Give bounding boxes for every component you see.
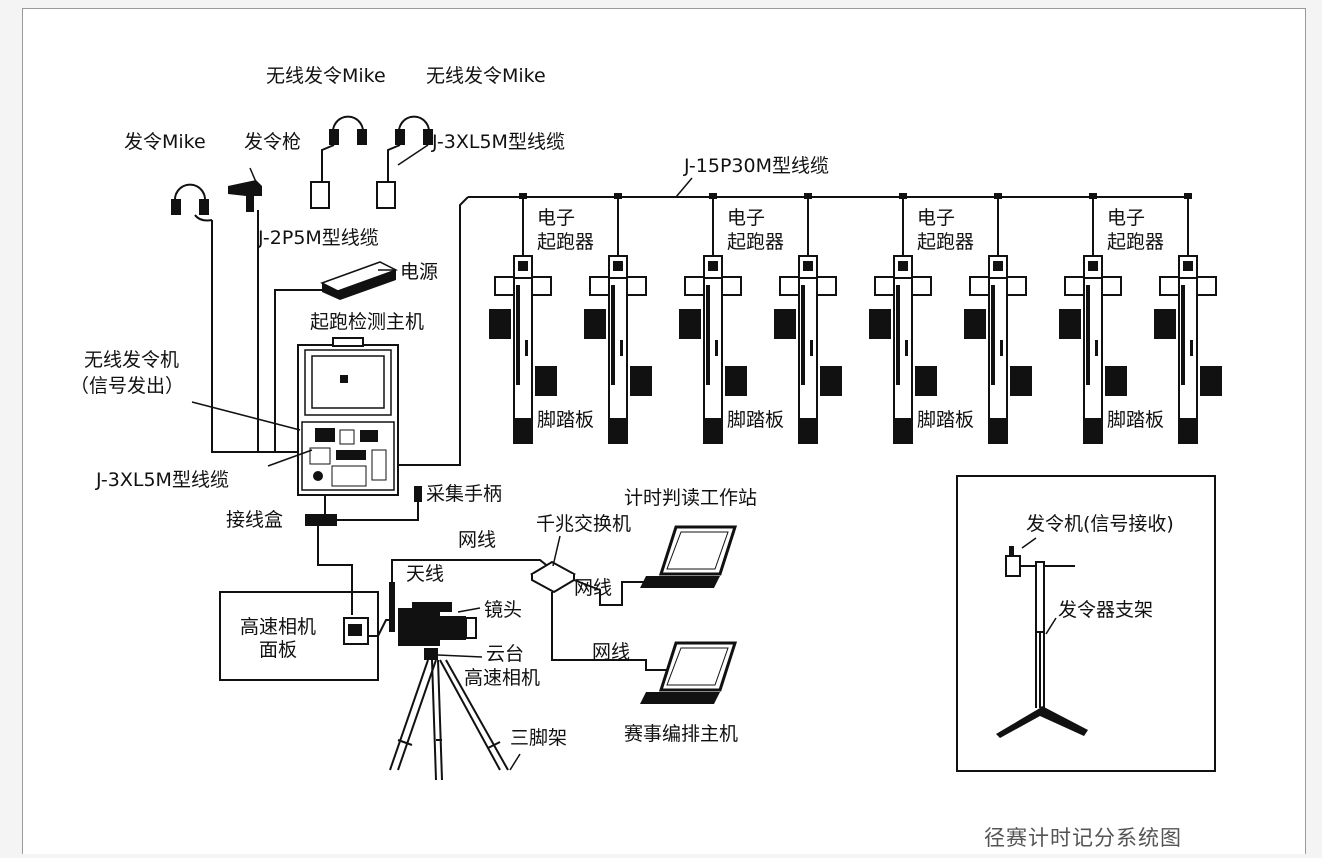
- starter-mike-icon: [171, 183, 305, 453]
- network-1-label: 网线: [458, 529, 497, 551]
- starter-gun-icon: [228, 180, 305, 453]
- starter-stand-label: 发令器支架: [1058, 599, 1154, 621]
- lane-3: [869, 193, 1032, 444]
- starting-block-icon: [1059, 255, 1127, 444]
- gigabit-switch-icon: [529, 560, 577, 594]
- starter-mike-label: 发令Mike: [124, 131, 206, 153]
- wireless-mike-2-label: 无线发令Mike: [426, 65, 546, 87]
- network-3-label: 网线: [592, 641, 631, 663]
- cable-j3xl5m-top-label: J-3XL5M型线缆: [432, 131, 565, 153]
- lane-3-label-line-2: 起跑器: [917, 231, 975, 253]
- pan-tilt-label: 云台: [486, 643, 525, 665]
- detector-host-label: 起跑检测主机: [310, 311, 425, 333]
- lane-4-pedal-label: 脚踏板: [1107, 409, 1165, 431]
- starting-block-icon: [584, 255, 652, 444]
- starting-block-icon: [774, 255, 842, 444]
- diagram-caption: 径赛计时记分系统图: [984, 826, 1182, 850]
- starting-block-icon: [489, 255, 557, 444]
- camera-panel-label: 高速相机 面板: [232, 616, 324, 662]
- receiver-box: [956, 475, 1216, 772]
- junction-box-label: 接线盒: [226, 509, 284, 531]
- lane-3-label-line-1: 电子: [917, 207, 956, 229]
- wireless-mike-1-label: 无线发令Mike: [266, 65, 386, 87]
- starting-blocks-group: [489, 193, 1222, 444]
- lane-2-pedal-label: 脚踏板: [727, 409, 785, 431]
- lane-4-label-line-1: 电子: [1107, 207, 1146, 229]
- collector-handle-label: 采集手柄: [426, 483, 503, 505]
- collector-handle-icon: [414, 486, 422, 502]
- antenna-label: 天线: [406, 563, 445, 585]
- network-2-label: 网线: [574, 577, 613, 599]
- event-host-laptop-icon: [640, 641, 738, 704]
- hs-camera-label: 高速相机: [464, 667, 541, 689]
- wireless-starter-label: 无线发令机: [84, 349, 180, 371]
- wireless-mike-2-icon: [376, 115, 433, 209]
- junction-box-icon: [305, 514, 337, 526]
- hs-camera-icon: [389, 582, 477, 660]
- camera-panel-line-2: 面板: [258, 638, 297, 661]
- lane-2-label-line-1: 电子: [727, 207, 766, 229]
- event-host-label: 赛事编排主机: [624, 723, 739, 745]
- j15p30m-leader: [675, 177, 693, 198]
- lens-label: 镜头: [484, 599, 523, 621]
- starter-receiver-label: 发令机(信号接收): [1026, 513, 1174, 535]
- gigabit-switch-label: 千兆交换机: [536, 513, 632, 535]
- starter-stand-icon: [996, 546, 1088, 738]
- camera-panel-line-1: 高速相机: [239, 616, 316, 638]
- starting-block-icon: [1154, 255, 1222, 444]
- lane-2-label-line-2: 起跑器: [727, 231, 785, 253]
- cable-j2p5m-label: J-2P5M型线缆: [258, 227, 379, 249]
- wireless-mike-1-icon: [310, 115, 367, 209]
- cable-j15p30m-label: J-15P30M型线缆: [684, 155, 829, 177]
- cable-j3xl5m-bottom-label: J-3XL5M型线缆: [96, 469, 229, 491]
- lane-1-label-line-1: 电子: [537, 207, 576, 229]
- timing-station-label: 计时判读工作站: [624, 487, 758, 509]
- starting-block-icon: [869, 255, 937, 444]
- j15p30m-cable: [380, 196, 1190, 466]
- detection-host-case: [297, 337, 399, 496]
- timing-station-laptop-icon: [640, 525, 738, 588]
- power-supply-icon: [320, 261, 398, 300]
- power-label: 电源: [400, 261, 439, 283]
- starting-block-icon: [679, 255, 747, 444]
- lane-4-label-line-2: 起跑器: [1107, 231, 1165, 253]
- lane-3-pedal-label: 脚踏板: [917, 409, 975, 431]
- lane-1-label-line-2: 起跑器: [537, 231, 595, 253]
- tripod-label: 三脚架: [510, 727, 568, 749]
- starting-block-icon: [964, 255, 1032, 444]
- wireless-starter-sub-label: （信号发出）: [70, 375, 185, 397]
- tripod-icon: [389, 659, 509, 781]
- lane-1-pedal-label: 脚踏板: [537, 409, 595, 431]
- starter-gun-label: 发令枪: [244, 131, 302, 153]
